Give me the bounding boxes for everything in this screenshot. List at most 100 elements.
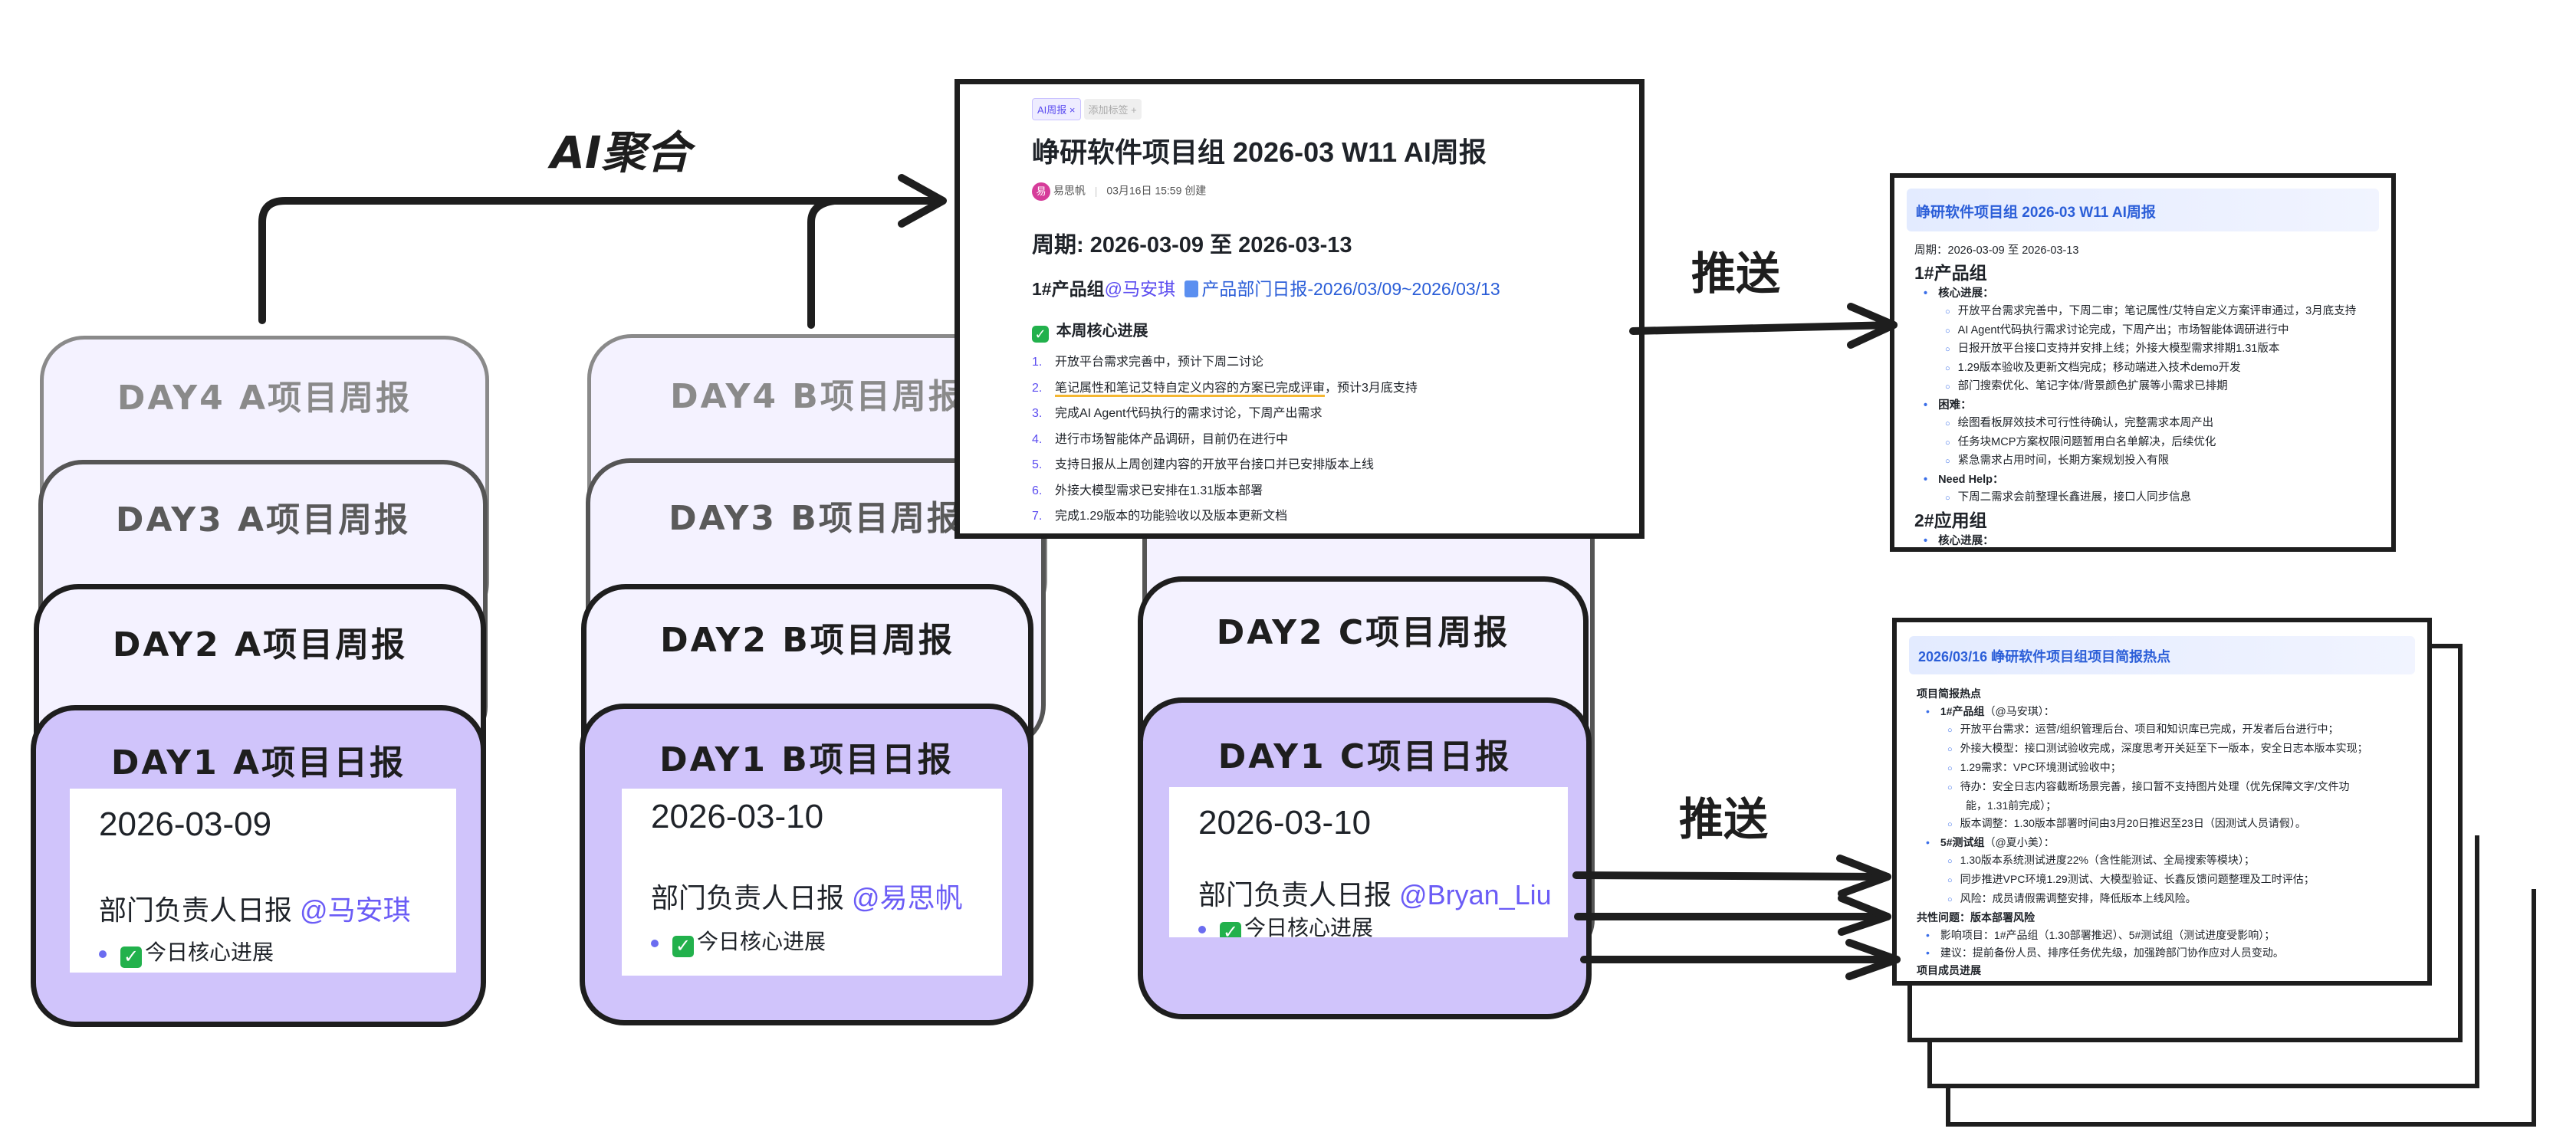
avatar[interactable]: 易	[1032, 182, 1050, 201]
list-item: 下周二需求会前整理长鑫进展，接口人同步信息	[1914, 489, 2384, 508]
report-date: 2026-03-10	[1198, 804, 1372, 842]
pushed-brief-message[interactable]: 2026/03/16 峥研软件项目组项目简报热点 项目简报热点 1#产品组（@马…	[1892, 618, 2432, 986]
daily-report-preview[interactable]: 2026-03-10 部门负责人日报 @Bryan_Liu ✓今日核心进展	[1169, 787, 1568, 937]
document-icon	[1184, 281, 1199, 297]
pushed-weekly-message[interactable]: 峥研软件项目组 2026-03 W11 AI周报 周期：2026-03-09 至…	[1890, 173, 2396, 552]
mention-link[interactable]: @马安琪	[300, 894, 411, 926]
arrowhead-push-top	[1847, 303, 1898, 349]
card-title: DAY1 A项目日报	[110, 743, 406, 782]
doc-meta: 易 易思帆 | 03月16日 15:59 创建	[1032, 182, 1206, 201]
list-item: 核心进展：	[1914, 285, 2384, 303]
list-item: 1#产品组（@马安琪）：	[1917, 703, 2420, 720]
list-item: 3.完成AI Agent代码执行的需求讨论，下周产出需求	[1032, 407, 1322, 420]
section-heading: ✓ 本周核心进展	[1032, 318, 1148, 343]
label-push-top: 推送	[1691, 248, 1781, 300]
bullet-dot	[99, 950, 107, 958]
bullet-text: 今日核心进展	[1244, 916, 1374, 937]
bullet-item: ✓今日核心进展	[651, 925, 826, 957]
section-heading: 项目简报热点	[1917, 687, 1981, 700]
arrow-push-bottom-1	[1572, 871, 1891, 881]
bullet-text: 今日核心进展	[697, 930, 826, 953]
checkmark-icon: ✓	[1032, 326, 1049, 343]
daily-report-preview[interactable]: 2026-03-10 部门负责人日报 @易思帆 ✓今日核心进展	[622, 789, 1002, 976]
list-item: 外接大模型：接口测试验收完成，深度思考开关延至下一版本，安全日志本版本实现；	[1917, 740, 2420, 759]
list-item-continuation: 能，1.31前完成）；	[1966, 799, 2057, 812]
highlighted-text: 笔记属性和笔记艾特自定义内容的方案已完成评审	[1055, 381, 1326, 397]
list-item: 5#测试组（@夏小美）：	[1917, 834, 2420, 851]
message-header: 2026/03/16 峥研软件项目组项目简报热点	[1909, 636, 2415, 674]
add-tag-button[interactable]: 添加标签 +	[1083, 99, 1142, 120]
tag-row: AI周报 ×添加标签 +	[1032, 98, 1145, 120]
group-heading: 2#应用组	[1914, 510, 1987, 530]
list-item: 日报开放平台接口支持并安排上线；外接大模型需求排期1.31版本	[1914, 340, 2384, 359]
list-item: 影响项目：1#产品组（1.30部署推迟）、5#测试组（测试进度受影响）；	[1917, 927, 2420, 944]
card-title: DAY2 C项目周报	[1216, 613, 1510, 652]
weekly-report-document[interactable]: AI周报 ×添加标签 + 峥研软件项目组 2026-03 W11 AI周报 易 …	[955, 79, 1644, 539]
report-heading: 部门负责人日报 @马安琪	[99, 888, 411, 928]
arrowhead-push-bottom-2	[1838, 894, 1891, 936]
report-date: 2026-03-09	[99, 805, 272, 843]
label-push-bottom: 推送	[1679, 793, 1769, 845]
doc-link[interactable]: 产品部门日报-2026/03/09~2026/03/13	[1201, 279, 1500, 299]
list-item: 核心进展：	[1914, 533, 2384, 548]
bullet-item: ✓今日核心进展	[1198, 911, 1373, 937]
message-title: 峥研软件项目组 2026-03 W11 AI周报	[1916, 205, 2156, 221]
card-title: DAY3 A项目周报	[115, 500, 411, 540]
card-title: DAY3 B项目周报	[669, 499, 963, 538]
bullet-dot	[1198, 925, 1206, 933]
list-item: AI Agent代码执行需求讨论完成，下周产出；市场智能体调研进行中	[1914, 322, 2384, 341]
list-item: 7.完成1.29版本的功能验收以及版本更新文档	[1032, 510, 1288, 523]
group-name: 1#产品组	[1032, 279, 1105, 299]
mention-link[interactable]: @易思帆	[852, 882, 963, 914]
list-item: 部门搜索优化、笔记字体/背景颜色扩展等小需求已排期	[1914, 378, 2384, 397]
report-heading: 部门负责人日报 @易思帆	[651, 876, 963, 916]
report-heading: 部门负责人日报 @Bryan_Liu	[1198, 873, 1552, 913]
group-line: 1#产品组@马安琪 产品部门日报-2026/03/09~2026/03/13	[1032, 274, 1500, 300]
label-ai-aggregate: AI聚合	[550, 126, 691, 179]
arrow-aggregate-a	[258, 197, 944, 324]
heading-text: 部门负责人日报	[651, 882, 845, 914]
list-item: 1.29需求：VPC环境测试验收中；	[1917, 759, 2420, 778]
message-header: 峥研软件项目组 2026-03 W11 AI周报	[1907, 189, 2379, 231]
list-item: 困难：	[1914, 397, 2384, 415]
list-item: 版本调整：1.30版本部署时间由3月20日推迟至23日（因测试人员请假）。	[1917, 815, 2420, 834]
mention-link[interactable]: @Bryan_Liu	[1399, 879, 1552, 910]
card-b-day1[interactable]: DAY1 B项目日报 2026-03-10 部门负责人日报 @易思帆 ✓今日核心…	[580, 704, 1033, 1025]
card-a-day1[interactable]: DAY1 A项目日报 2026-03-09 部门负责人日报 @马安琪 ✓今日核心…	[31, 705, 486, 1027]
progress-list: 1.开放平台需求完善中，预计下周二讨论 2.笔记属性和笔记艾特自定义内容的方案已…	[1032, 351, 1418, 531]
doc-title: 峥研软件项目组 2026-03 W11 AI周报	[1032, 136, 1487, 168]
list-item: 1.29版本验收及更新文档完成；移动端进入技术demo开发	[1914, 359, 2384, 379]
mention-link[interactable]: @马安琪	[1104, 279, 1175, 299]
arrowhead-aggregate	[898, 174, 947, 228]
card-title: DAY2 A项目周报	[112, 625, 408, 664]
list-item: 紧急需求占用时间，长期方案规划投入有限	[1914, 452, 2384, 471]
section-title: 本周核心进展	[1056, 323, 1148, 340]
card-title: DAY1 C项目日报	[1217, 737, 1512, 776]
arrow-aggregate-b	[807, 197, 838, 329]
list-item: 4.进行市场智能体产品调研，目前仍在进行中	[1032, 432, 1289, 446]
arrow-push-top	[1629, 321, 1898, 335]
period: 周期: 2026-03-09 至 2026-03-13	[1032, 233, 1352, 258]
heading-text: 部门负责人日报	[99, 894, 293, 926]
report-date: 2026-03-10	[651, 798, 824, 835]
section-heading: 项目成员进展	[1917, 964, 1981, 976]
period: 周期：2026-03-09 至 2026-03-13	[1914, 244, 2079, 257]
arrowhead-push-bottom-1	[1836, 855, 1891, 897]
card-title: DAY4 B项目周报	[670, 377, 964, 416]
bullet-dot	[651, 939, 659, 947]
list-item: 绘图看板屏效技术可行性待确认，完整需求本周产出	[1914, 415, 2384, 434]
checkmark-icon: ✓	[672, 936, 694, 957]
tag-ai-weekly[interactable]: AI周报 ×	[1032, 98, 1081, 120]
card-c-day1[interactable]: DAY1 C项目日报 2026-03-10 部门负责人日报 @Bryan_Liu…	[1138, 697, 1592, 1019]
list-item: 6.外接大模型需求已安排在1.31版本部署	[1032, 484, 1263, 497]
daily-report-preview[interactable]: 2026-03-09 部门负责人日报 @马安琪 ✓今日核心进展	[70, 789, 456, 973]
card-title: DAY1 B项目日报	[659, 740, 954, 779]
section-heading: 共性问题：版本部署风险	[1917, 911, 2035, 924]
card-title: DAY2 B项目周报	[660, 621, 955, 660]
group-heading: 1#产品组	[1914, 262, 1987, 283]
bullet-item: ✓今日核心进展	[99, 936, 274, 968]
list-item: 风险：成员请假需调整安排，降低版本上线风险。	[1917, 890, 2420, 909]
message-title: 2026/03/16 峥研软件项目组项目简报热点	[1918, 649, 2171, 664]
author-name[interactable]: 易思帆	[1053, 184, 1086, 197]
divider: |	[1094, 184, 1098, 197]
